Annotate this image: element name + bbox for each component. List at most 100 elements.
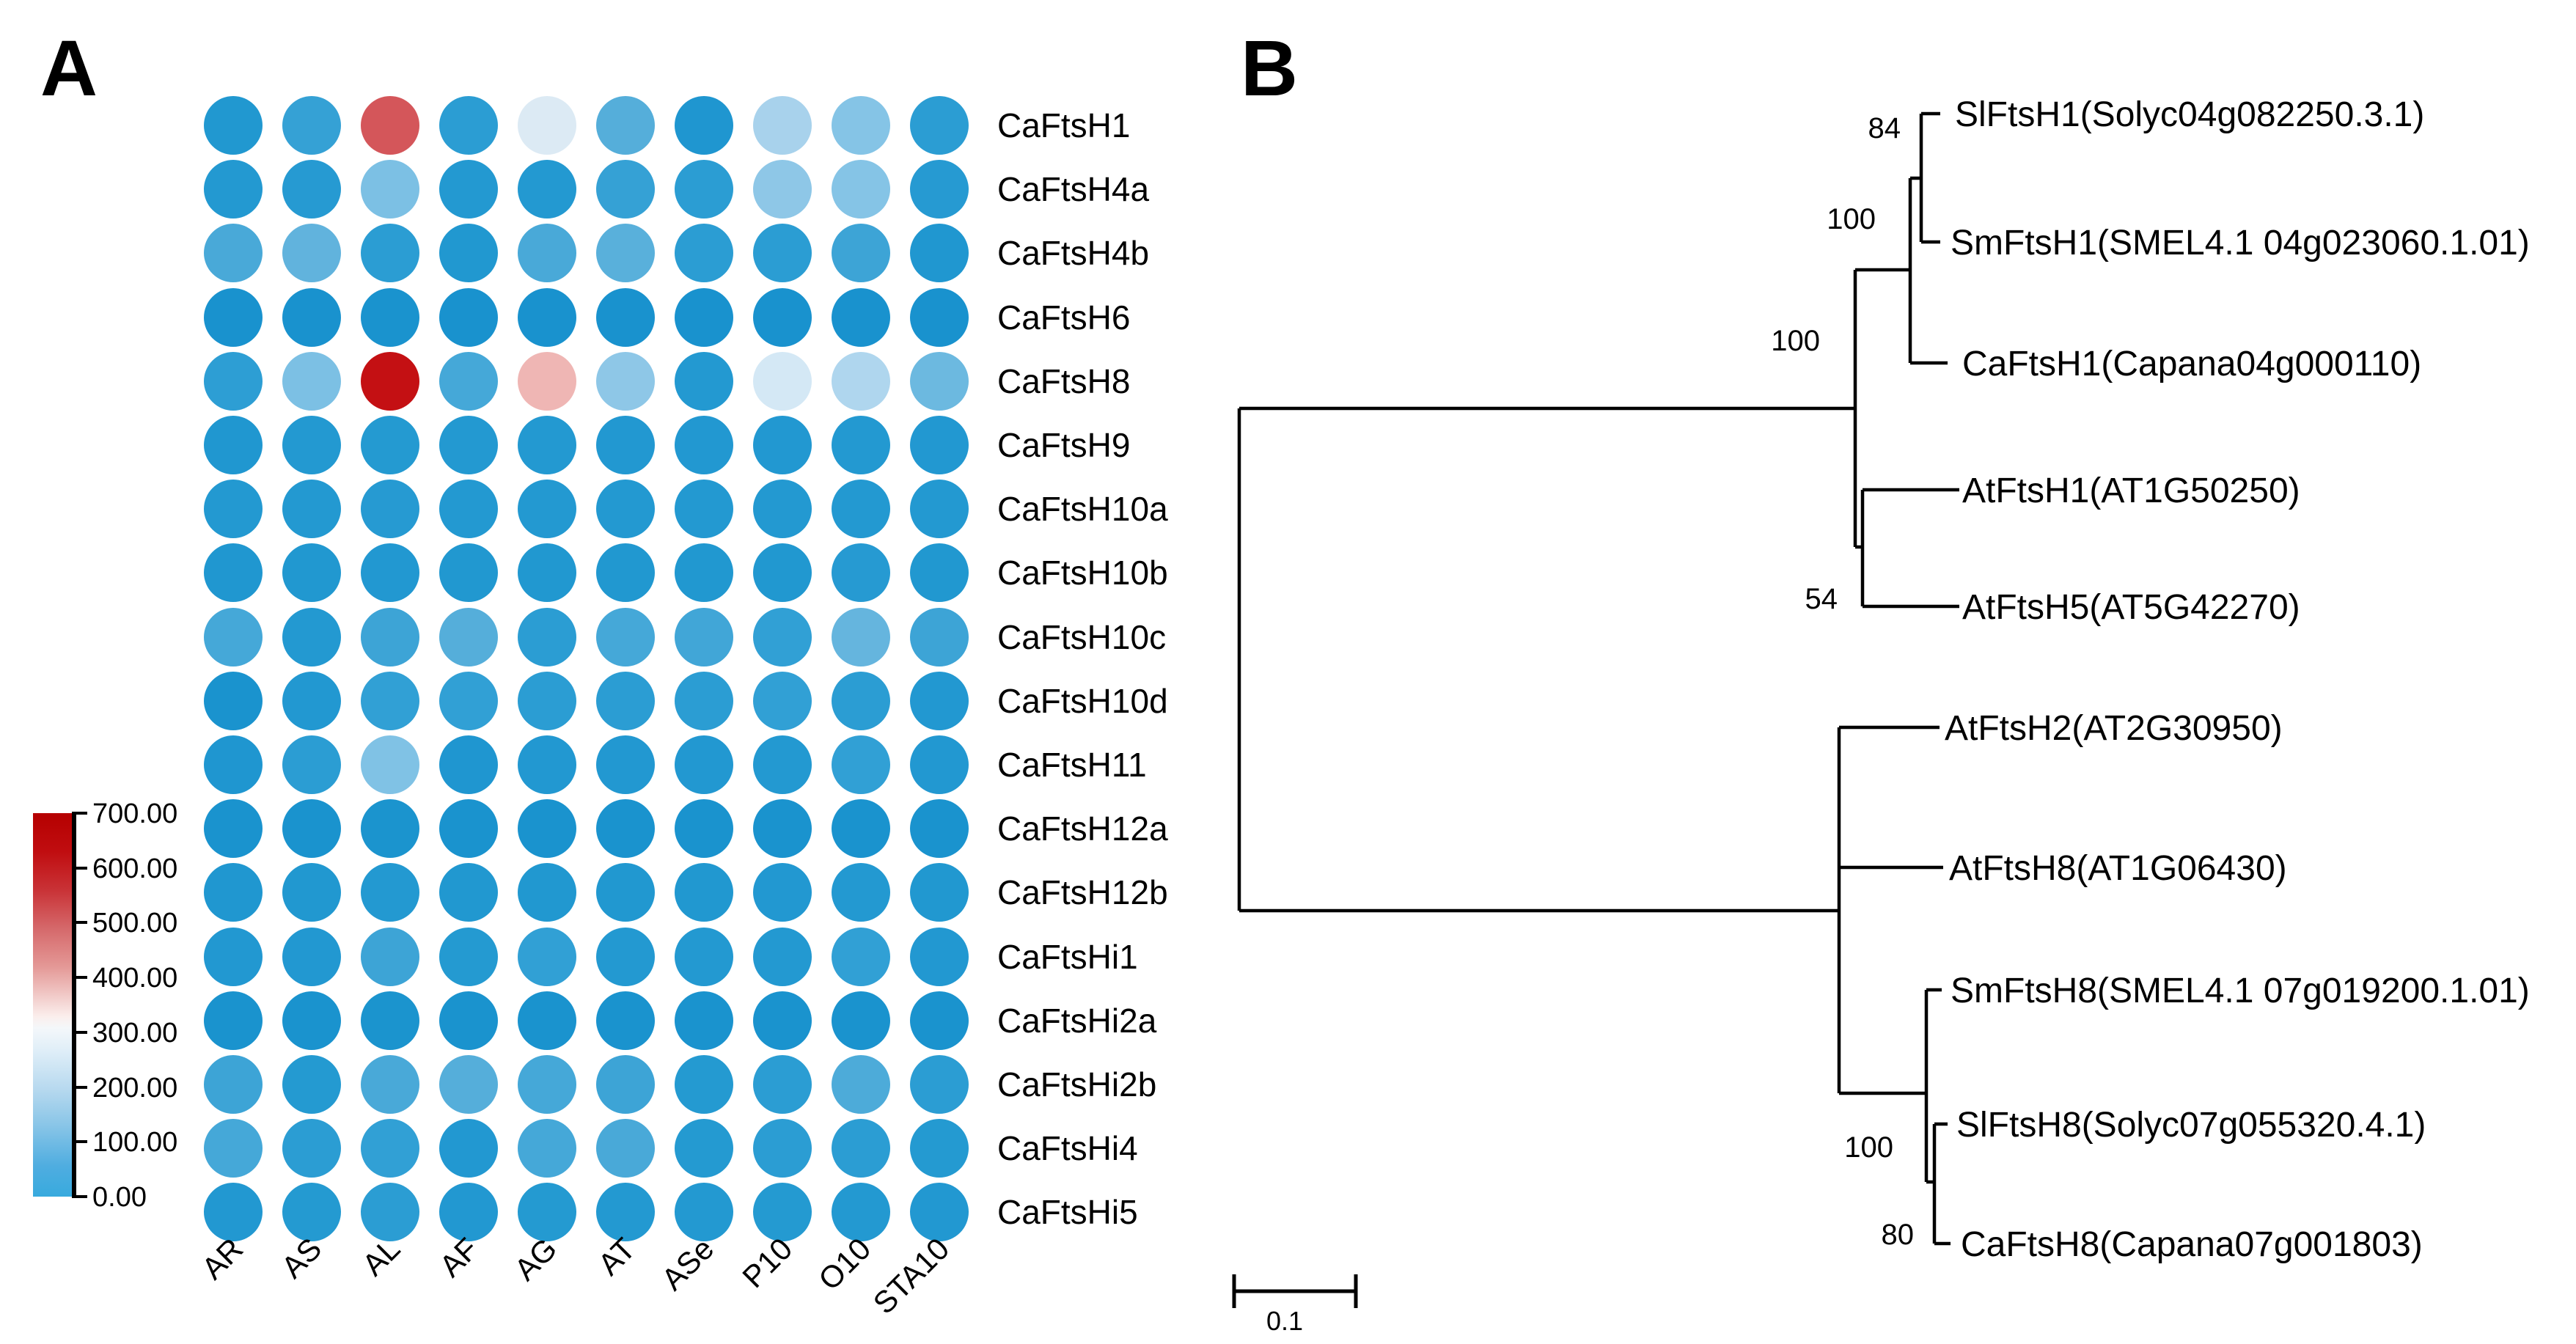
heatmap-dot [910,991,969,1050]
heatmap-dot [518,480,576,538]
heatmap-row-label: CaFtsH10a [997,490,1168,528]
heatmap-dot [910,224,969,282]
heatmap-dot [596,608,655,667]
heatmap-dot [518,672,576,730]
panel-a-letter: A [40,23,98,112]
heatmap-dot [596,1183,655,1241]
heatmap-dot [832,1119,890,1178]
heatmap-row-label: CaFtsH4b [997,234,1149,272]
colorbar-tick-label: 0.00 [92,1182,147,1213]
heatmap-dot [596,1055,655,1114]
heatmap-row-label: CaFtsHi2a [997,1002,1157,1040]
heatmap-dot [596,352,655,411]
heatmap-dot [204,352,263,411]
colorbar-ticks: 700.00600.00500.00400.00300.00200.00100.… [74,798,177,1213]
bootstrap-label: 54 [1805,583,1838,615]
heatmap-dot [832,928,890,986]
heatmap-column-label: STA10 [867,1231,956,1321]
heatmap-dot [596,416,655,474]
heatmap-dot [282,799,341,858]
heatmap-dot [204,1055,263,1114]
heatmap-column-label: ASe [655,1231,720,1296]
heatmap-dot [282,543,341,602]
heatmap-dot [439,672,498,730]
heatmap-dot [596,543,655,602]
colorbar-legend: 700.00600.00500.00400.00300.00200.00100.… [33,798,177,1213]
heatmap-dot [832,672,890,730]
heatmap-dot [596,735,655,794]
heatmap-dot [361,991,419,1050]
heatmap-dot [675,224,733,282]
heatmap-dot [361,1183,419,1241]
tree-tip-label: CaFtsH1(Capana04g000110) [1962,345,2421,383]
colorbar-tick-label: 200.00 [92,1073,177,1104]
heatmap-dot [518,928,576,986]
heatmap-dot [518,224,576,282]
heatmap-row-label: CaFtsH10d [997,682,1168,720]
heatmap-dot [282,735,341,794]
bootstrap-label: 84 [1868,112,1901,144]
colorbar-tick-label: 300.00 [92,1018,177,1049]
heatmap-row-label: CaFtsH10c [997,618,1166,656]
heatmap-dot [282,288,341,347]
bootstrap-label: 100 [1771,325,1820,357]
heatmap-column-label: P10 [735,1231,799,1294]
colorbar-gradient [33,813,73,1197]
heatmap-dot [439,1055,498,1114]
tree-tip-label: AtFtsH5(AT5G42270) [1962,588,2300,627]
heatmap-dot [361,416,419,474]
heatmap-dot [361,480,419,538]
heatmap-dot [910,160,969,219]
heatmap-row-label: CaFtsH6 [997,298,1130,337]
tree-tip-label: SlFtsH8(Solyc07g055320.4.1) [1956,1106,2426,1145]
heatmap-dot [204,1183,263,1241]
heatmap-dot [910,1055,969,1114]
heatmap-dot-grid [204,96,969,1241]
heatmap-row-label: CaFtsH12a [997,809,1168,848]
heatmap-dot [832,480,890,538]
heatmap-dot [753,543,812,602]
heatmap-dot [675,480,733,538]
heatmap-row-label: CaFtsHi2b [997,1065,1156,1104]
heatmap-dot [361,96,419,155]
heatmap-dot [439,799,498,858]
heatmap-dot [753,96,812,155]
heatmap-dot [832,991,890,1050]
heatmap-dot [832,799,890,858]
heatmap-row-label: CaFtsHi5 [997,1193,1138,1231]
heatmap-dot [204,1119,263,1178]
heatmap-dot [439,96,498,155]
heatmap-dot [910,928,969,986]
heatmap-dot [204,96,263,155]
heatmap-dot [204,160,263,219]
heatmap-dot [910,480,969,538]
panel-b-letter: B [1241,23,1298,112]
heatmap-dot [753,735,812,794]
tree-tip-label: AtFtsH2(AT2G30950) [1945,709,2283,748]
heatmap-dot [204,480,263,538]
heatmap-dot [204,288,263,347]
heatmap-dot [361,1119,419,1178]
heatmap-dot [439,416,498,474]
heatmap-dot [753,352,812,411]
heatmap-row-label: CaFtsH1 [997,106,1130,144]
heatmap-dot [596,288,655,347]
heatmap-dot [910,608,969,667]
heatmap-dot [753,799,812,858]
heatmap-dot [518,288,576,347]
heatmap-dot [518,416,576,474]
heatmap-dot [753,288,812,347]
heatmap-dot [753,416,812,474]
heatmap-dot [282,1183,341,1241]
heatmap-dot [832,1183,890,1241]
heatmap-dot [910,352,969,411]
heatmap-dot [204,799,263,858]
heatmap-dot [518,991,576,1050]
colorbar-tick-label: 100.00 [92,1127,177,1158]
heatmap-dot [439,480,498,538]
heatmap-dot [675,735,733,794]
heatmap-dot [518,1183,576,1241]
heatmap-dot [282,863,341,922]
